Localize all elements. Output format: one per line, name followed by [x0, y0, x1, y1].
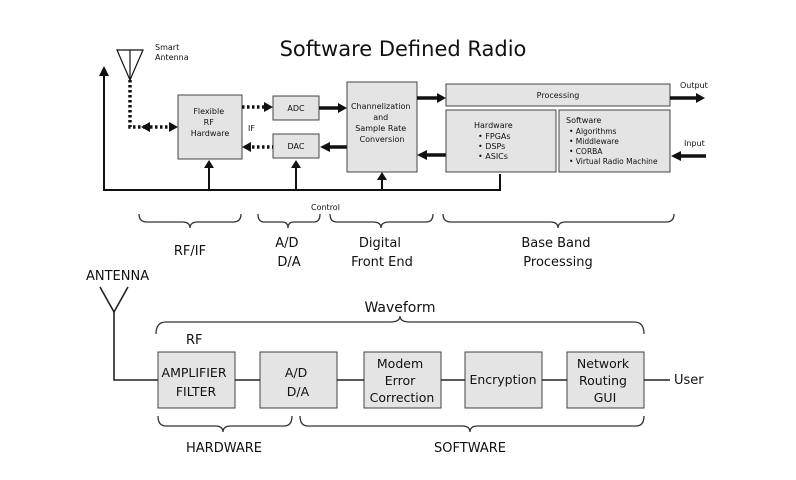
hardware-block-title: Hardware — [474, 121, 513, 130]
antenna-label: ANTENNA — [86, 269, 149, 284]
category-base-band-processing: Base Band Processing — [521, 236, 594, 270]
software-block — [558, 109, 671, 173]
encryption-label: Encryption — [469, 372, 536, 387]
channelization-label: Channelization and Sample Rate Conversio… — [351, 102, 413, 144]
control-label: Control — [311, 203, 340, 212]
rf-hardware-label: Flexible RF Hardware — [191, 107, 230, 138]
software-block-items: • Algorithms • Middleware • CORBA • Virt… — [569, 127, 658, 166]
waveform-label: Waveform — [364, 300, 435, 316]
user-label: User — [674, 373, 704, 388]
channelization-block — [346, 81, 418, 173]
ad-da-label: A/D D/A — [285, 365, 311, 399]
adc-label: ADC — [287, 104, 305, 113]
hardware-block-items: • FPGAs • DSPs • ASICs — [478, 132, 513, 161]
category-rf-if: RF/IF — [174, 244, 206, 259]
software-label: SOFTWARE — [434, 441, 506, 456]
ad-da-block — [259, 351, 338, 409]
antenna-icon — [99, 286, 158, 381]
dac-block — [272, 133, 320, 159]
category-ad-da: A/D D/A — [275, 236, 302, 270]
network-block — [566, 351, 645, 409]
diagram-title: Software Defined Radio — [280, 37, 527, 61]
category-digital-front-end: Digital Front End — [351, 236, 413, 270]
if-label: IF — [248, 124, 255, 133]
processing-label: Processing — [537, 91, 580, 100]
modem-label: Modem Error Correction — [370, 356, 435, 405]
amplifier-filter-block — [157, 351, 236, 409]
rf-hardware-block — [177, 94, 243, 160]
hardware-block — [445, 109, 557, 173]
network-label: Network Routing GUI — [577, 356, 633, 405]
rf-label: RF — [186, 333, 203, 348]
software-block-title: Software — [566, 116, 601, 125]
processing-block — [445, 83, 671, 107]
smart-antenna-icon — [116, 49, 144, 82]
hardware-label: HARDWARE — [186, 441, 262, 456]
amplifier-filter-label: AMPLIFIER FILTER — [162, 365, 231, 399]
output-label: Output — [680, 81, 708, 90]
input-label: Input — [684, 139, 705, 148]
dac-label: DAC — [288, 142, 305, 151]
smart-antenna-label: Smart Antenna — [155, 43, 189, 62]
